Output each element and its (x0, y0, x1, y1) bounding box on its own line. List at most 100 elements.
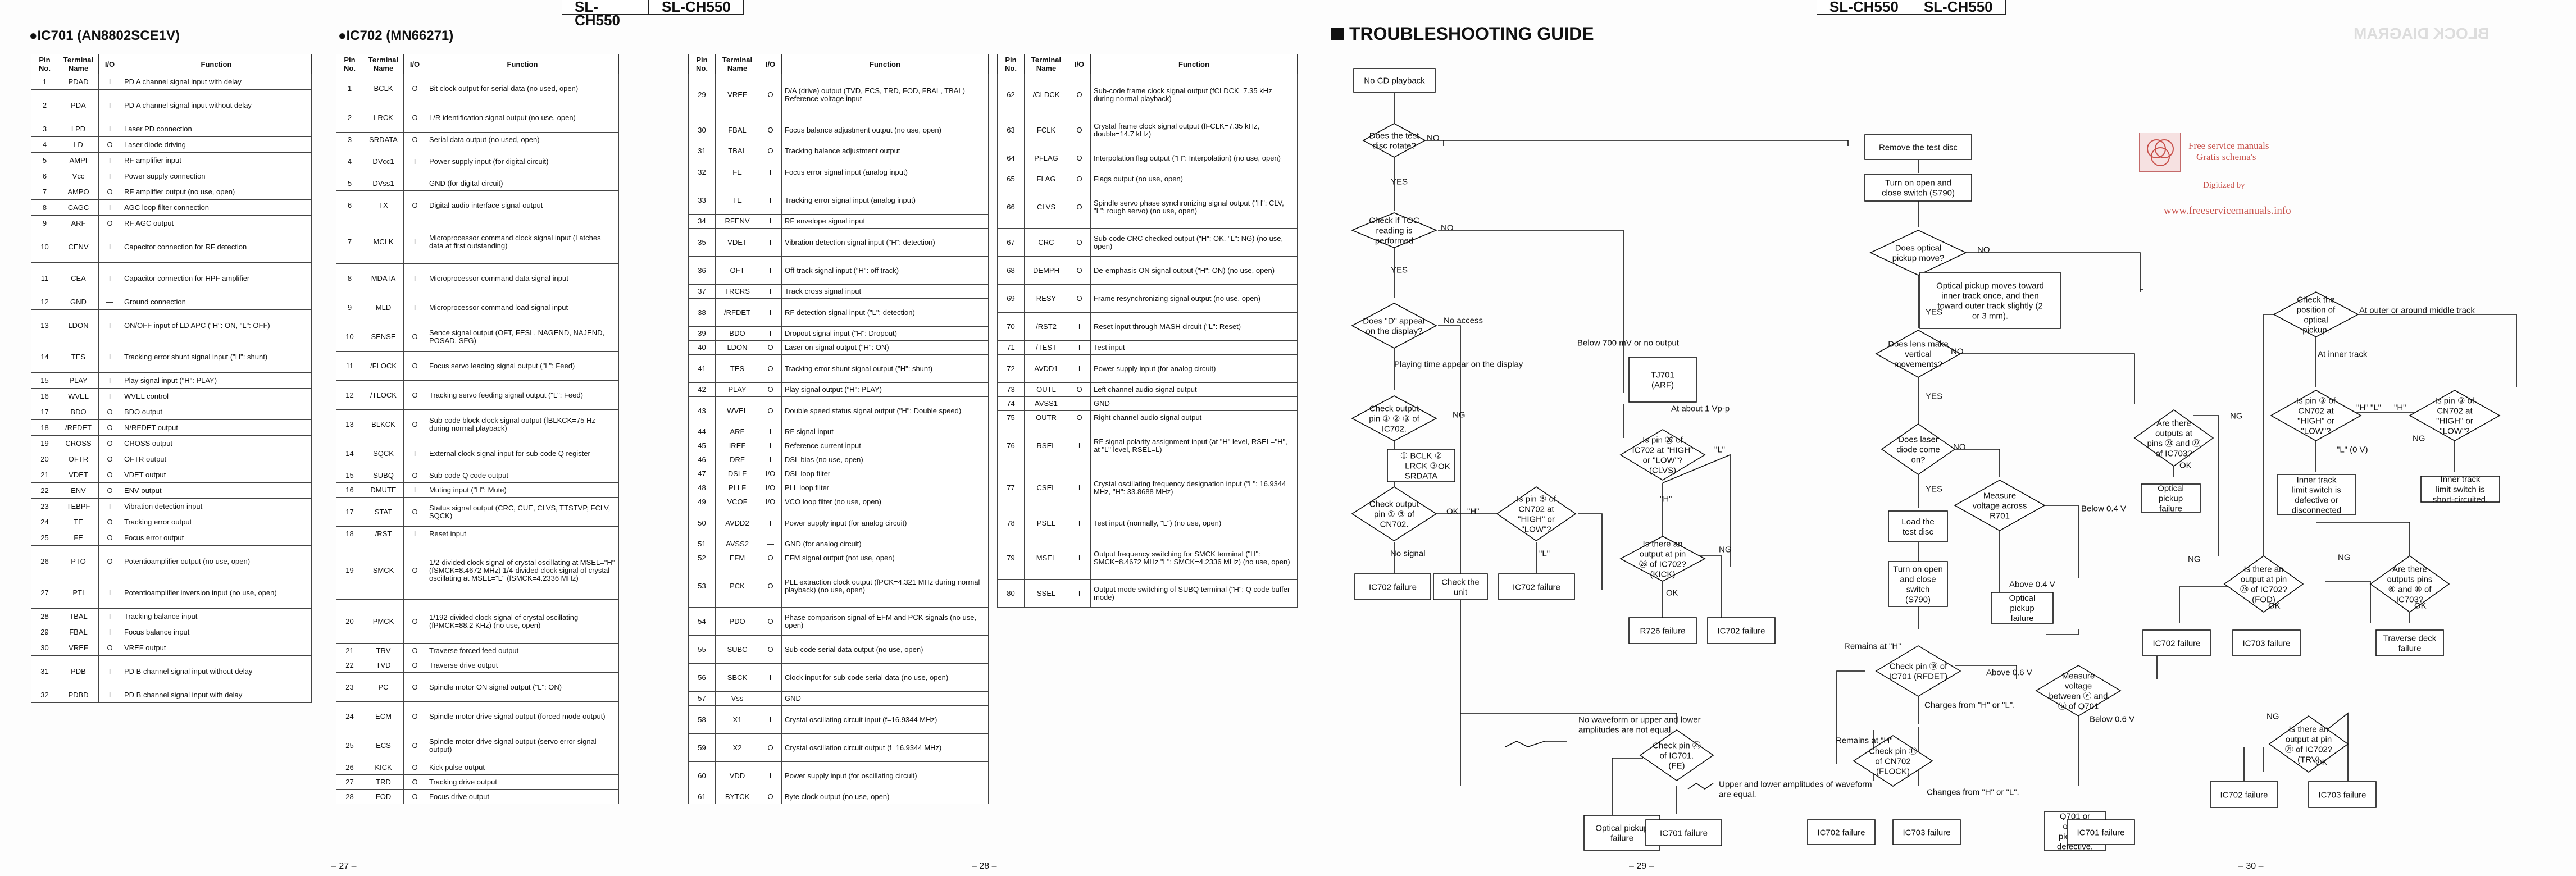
flow-connector (2316, 522, 2410, 562)
flow-decision-output_pin28 (2223, 555, 2304, 613)
flow-text-ng: NG (2338, 553, 2351, 562)
function-cell: Traverse forced feed output (426, 643, 619, 658)
function-cell: N/RFDET output (121, 419, 312, 436)
flow-text-no: NO (1441, 223, 1454, 232)
flow-connector (2263, 314, 2278, 573)
col-pin: Pin No. (997, 54, 1025, 74)
watermark-url: www.freeservicemanuals.info (2164, 205, 2291, 217)
flow-box-bclk_list (1387, 449, 1455, 482)
page-28: SL-CH550 Pin No. Terminal Name I/O Funct… (649, 0, 1298, 876)
flow-connector (1460, 713, 1677, 724)
function-cell: Sub-code CRC checked output ("H": OK, "L… (1090, 228, 1298, 257)
flow-text-no: NO (1951, 346, 1964, 356)
function-cell: Spindle motor ON signal output ("L": ON) (426, 672, 619, 702)
io-cell: O (759, 790, 782, 804)
terminal-cell: AMPO (58, 184, 99, 200)
terminal-cell: CSEL (1024, 467, 1068, 509)
pin-cell: 16 (31, 388, 58, 404)
function-cell: ON/OFF input of LD APC ("H": ON, "L": OF… (121, 309, 312, 341)
flow-decision-check_pin11 (1853, 735, 1933, 787)
function-cell: Byte clock output (no use, open) (781, 790, 989, 804)
function-cell: GND (781, 691, 989, 706)
col-function: Function (426, 54, 619, 74)
flow-decision-check_pin18 (1875, 645, 1961, 697)
function-cell: Spindle motor drive signal output (force… (426, 701, 619, 731)
function-cell: Sub-code serial data output (no use, ope… (781, 635, 989, 664)
flow-connector (2179, 586, 2230, 623)
flow-box-ic703_fail (1892, 819, 1961, 845)
flow-connector (1955, 665, 2017, 679)
function-cell: Sence signal output (OFT, FESL, NAGEND, … (426, 322, 619, 352)
flow-text-l: "L" (1714, 445, 1725, 454)
io-cell: I (98, 608, 121, 624)
io-cell: I/O (759, 467, 782, 481)
io-cell: I (98, 655, 121, 687)
terminal-cell: FE (715, 158, 759, 186)
function-cell: Tracking drive output (426, 774, 619, 790)
terminal-cell: WVEL (58, 388, 99, 404)
flow-text-ic702_fail: IC702 failure (1717, 626, 1765, 636)
flow-text-h: "H" (1467, 507, 1479, 516)
io-cell: O (1068, 144, 1091, 172)
terminal-cell: CAGC (58, 199, 99, 216)
flow-text-yes: YES (1391, 265, 1408, 275)
flow-decision-is_pin3_h (2270, 390, 2362, 441)
flow-decision-is_pin5 (1496, 486, 1577, 541)
flow-text-h: "H" (2356, 403, 2368, 412)
flow-text-l: "L" (2370, 403, 2381, 412)
col-io: I/O (403, 54, 426, 74)
col-pin: Pin No. (31, 54, 58, 74)
flow-text-ok: OK (1446, 507, 1459, 516)
function-cell: D/A (drive) output (TVD, ECS, TRD, FOD, … (781, 74, 989, 116)
terminal-cell: MDATA (363, 263, 404, 293)
io-cell: O (759, 116, 782, 144)
pin-cell: 58 (688, 705, 716, 734)
flow-box-ic702_fail (2210, 781, 2278, 808)
pin-cell: 2 (336, 103, 363, 133)
flow-text-playing_time: Playing time appear on the display (1394, 359, 1523, 369)
terminal-cell: TRCRS (715, 284, 759, 299)
pin-cell: 39 (688, 326, 716, 341)
function-cell: Tracking servo feeding signal output ("L… (426, 380, 619, 410)
terminal-cell: PDB (58, 655, 99, 687)
function-cell: 1/2-divided clock signal of crystal osci… (426, 541, 619, 600)
flow-decision-optical_move (1869, 230, 1967, 276)
io-cell: O (98, 184, 121, 200)
terminal-cell: SENSE (363, 322, 404, 352)
terminal-cell: AMPI (58, 152, 99, 168)
terminal-cell: LD (58, 136, 99, 153)
io-cell: — (759, 691, 782, 706)
page-number: – 29 – (1629, 861, 1654, 871)
function-cell: PD A channel signal input with delay (121, 74, 312, 90)
flow-decision-check_pin25 (1639, 729, 1714, 781)
watermark-text-3: Digitized by (2203, 181, 2245, 190)
flow-text-ok: OK (2268, 601, 2281, 610)
